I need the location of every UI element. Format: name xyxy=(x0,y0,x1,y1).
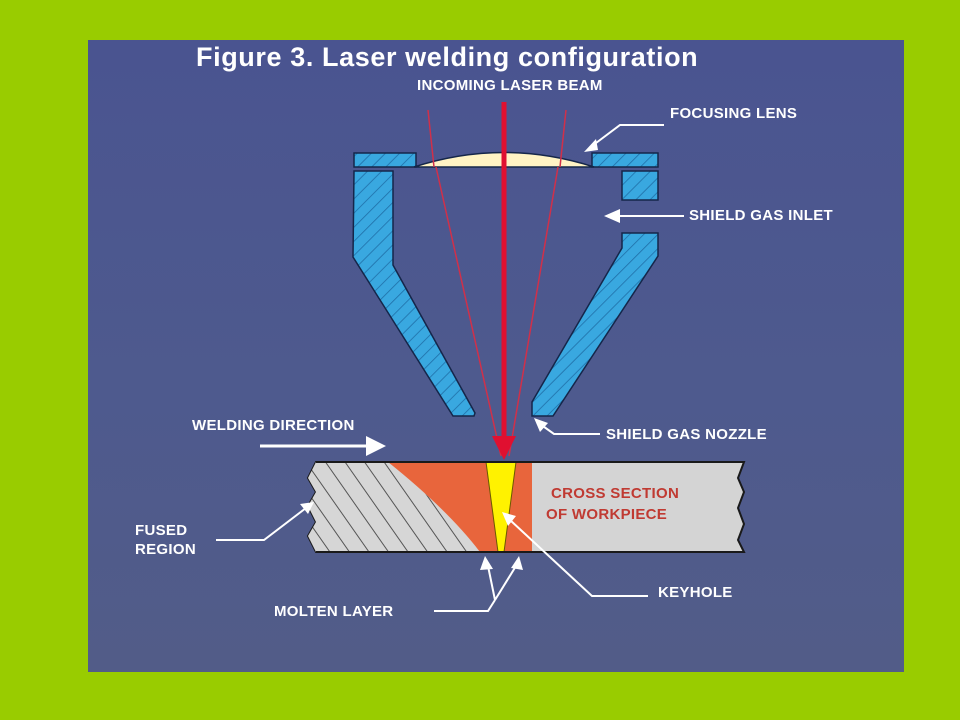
fused-region xyxy=(308,462,480,552)
nozzle-right-wall-upper xyxy=(621,170,659,201)
lens-holder-right xyxy=(591,152,659,168)
nozzle-right-wall-lower xyxy=(531,232,659,417)
focusing-lens-leader xyxy=(591,124,664,147)
laser-beam-arrowhead xyxy=(492,436,516,460)
shield-gas-inlet-label: SHIELD GAS INLET xyxy=(689,207,833,224)
fused-region-label-line2: REGION xyxy=(135,541,196,558)
figure-title: Figure 3. Laser welding configuration xyxy=(196,42,699,72)
laser-welding-diagram xyxy=(216,102,746,612)
beam-edge-right xyxy=(508,166,559,457)
keyhole-label: KEYHOLE xyxy=(658,584,733,601)
molten-layer-label: MOLTEN LAYER xyxy=(274,603,394,620)
keyhole-leader xyxy=(509,519,648,597)
figure-panel: Figure 3. Laser welding configuration xyxy=(88,40,904,672)
beam-edge-left xyxy=(435,166,502,457)
lens-holder-left xyxy=(353,152,417,168)
focusing-lens-label: FOCUSING LENS xyxy=(670,105,798,122)
nozzle-left-wall xyxy=(352,170,476,417)
cross-section-label-line2: OF WORKPIECE xyxy=(546,506,668,523)
shield-gas-nozzle-leader xyxy=(539,423,600,435)
beam-edge-right-top xyxy=(559,109,567,168)
fused-region-leader xyxy=(216,507,307,541)
shield-gas-nozzle-label: SHIELD GAS NOZZLE xyxy=(606,426,767,443)
incoming-laser-beam-label: INCOMING LASER BEAM xyxy=(417,77,603,94)
molten-layer-leader xyxy=(434,599,496,612)
welding-direction-label: WELDING DIRECTION xyxy=(192,417,355,434)
fused-region-label-line1: FUSED xyxy=(135,522,188,539)
cross-section-label-line1: CROSS SECTION xyxy=(551,485,680,502)
beam-edge-left-top xyxy=(427,109,435,168)
